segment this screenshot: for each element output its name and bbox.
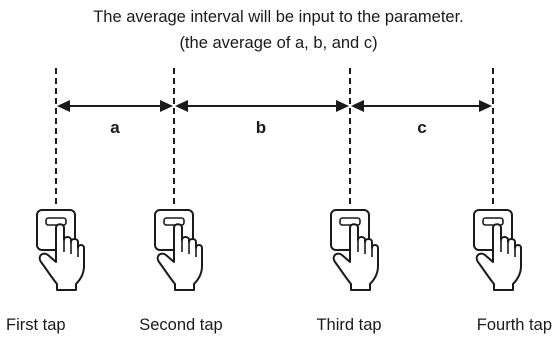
tap-key-icon-3 (330, 209, 379, 291)
interval-arrow-b (175, 100, 349, 112)
tap-label-third: Third tap (316, 316, 381, 334)
tap-key-icon-2 (154, 209, 203, 291)
caption-line-2: (the average of a, b, and c) (179, 34, 378, 52)
caption-line-1: The average interval will be input to th… (93, 8, 464, 26)
interval-label-a: a (110, 118, 120, 137)
tap-label-fourth: Fourth tap (477, 316, 552, 334)
tap-key-icon-1 (36, 209, 85, 291)
interval-label-b: b (256, 118, 266, 137)
interval-label-c: c (417, 118, 426, 137)
interval-arrow-c (351, 100, 492, 112)
tap-key-icon-4 (473, 209, 522, 291)
tap-label-first: First tap (6, 316, 66, 334)
interval-arrow-a (57, 100, 173, 112)
tap-label-second: Second tap (139, 316, 222, 334)
